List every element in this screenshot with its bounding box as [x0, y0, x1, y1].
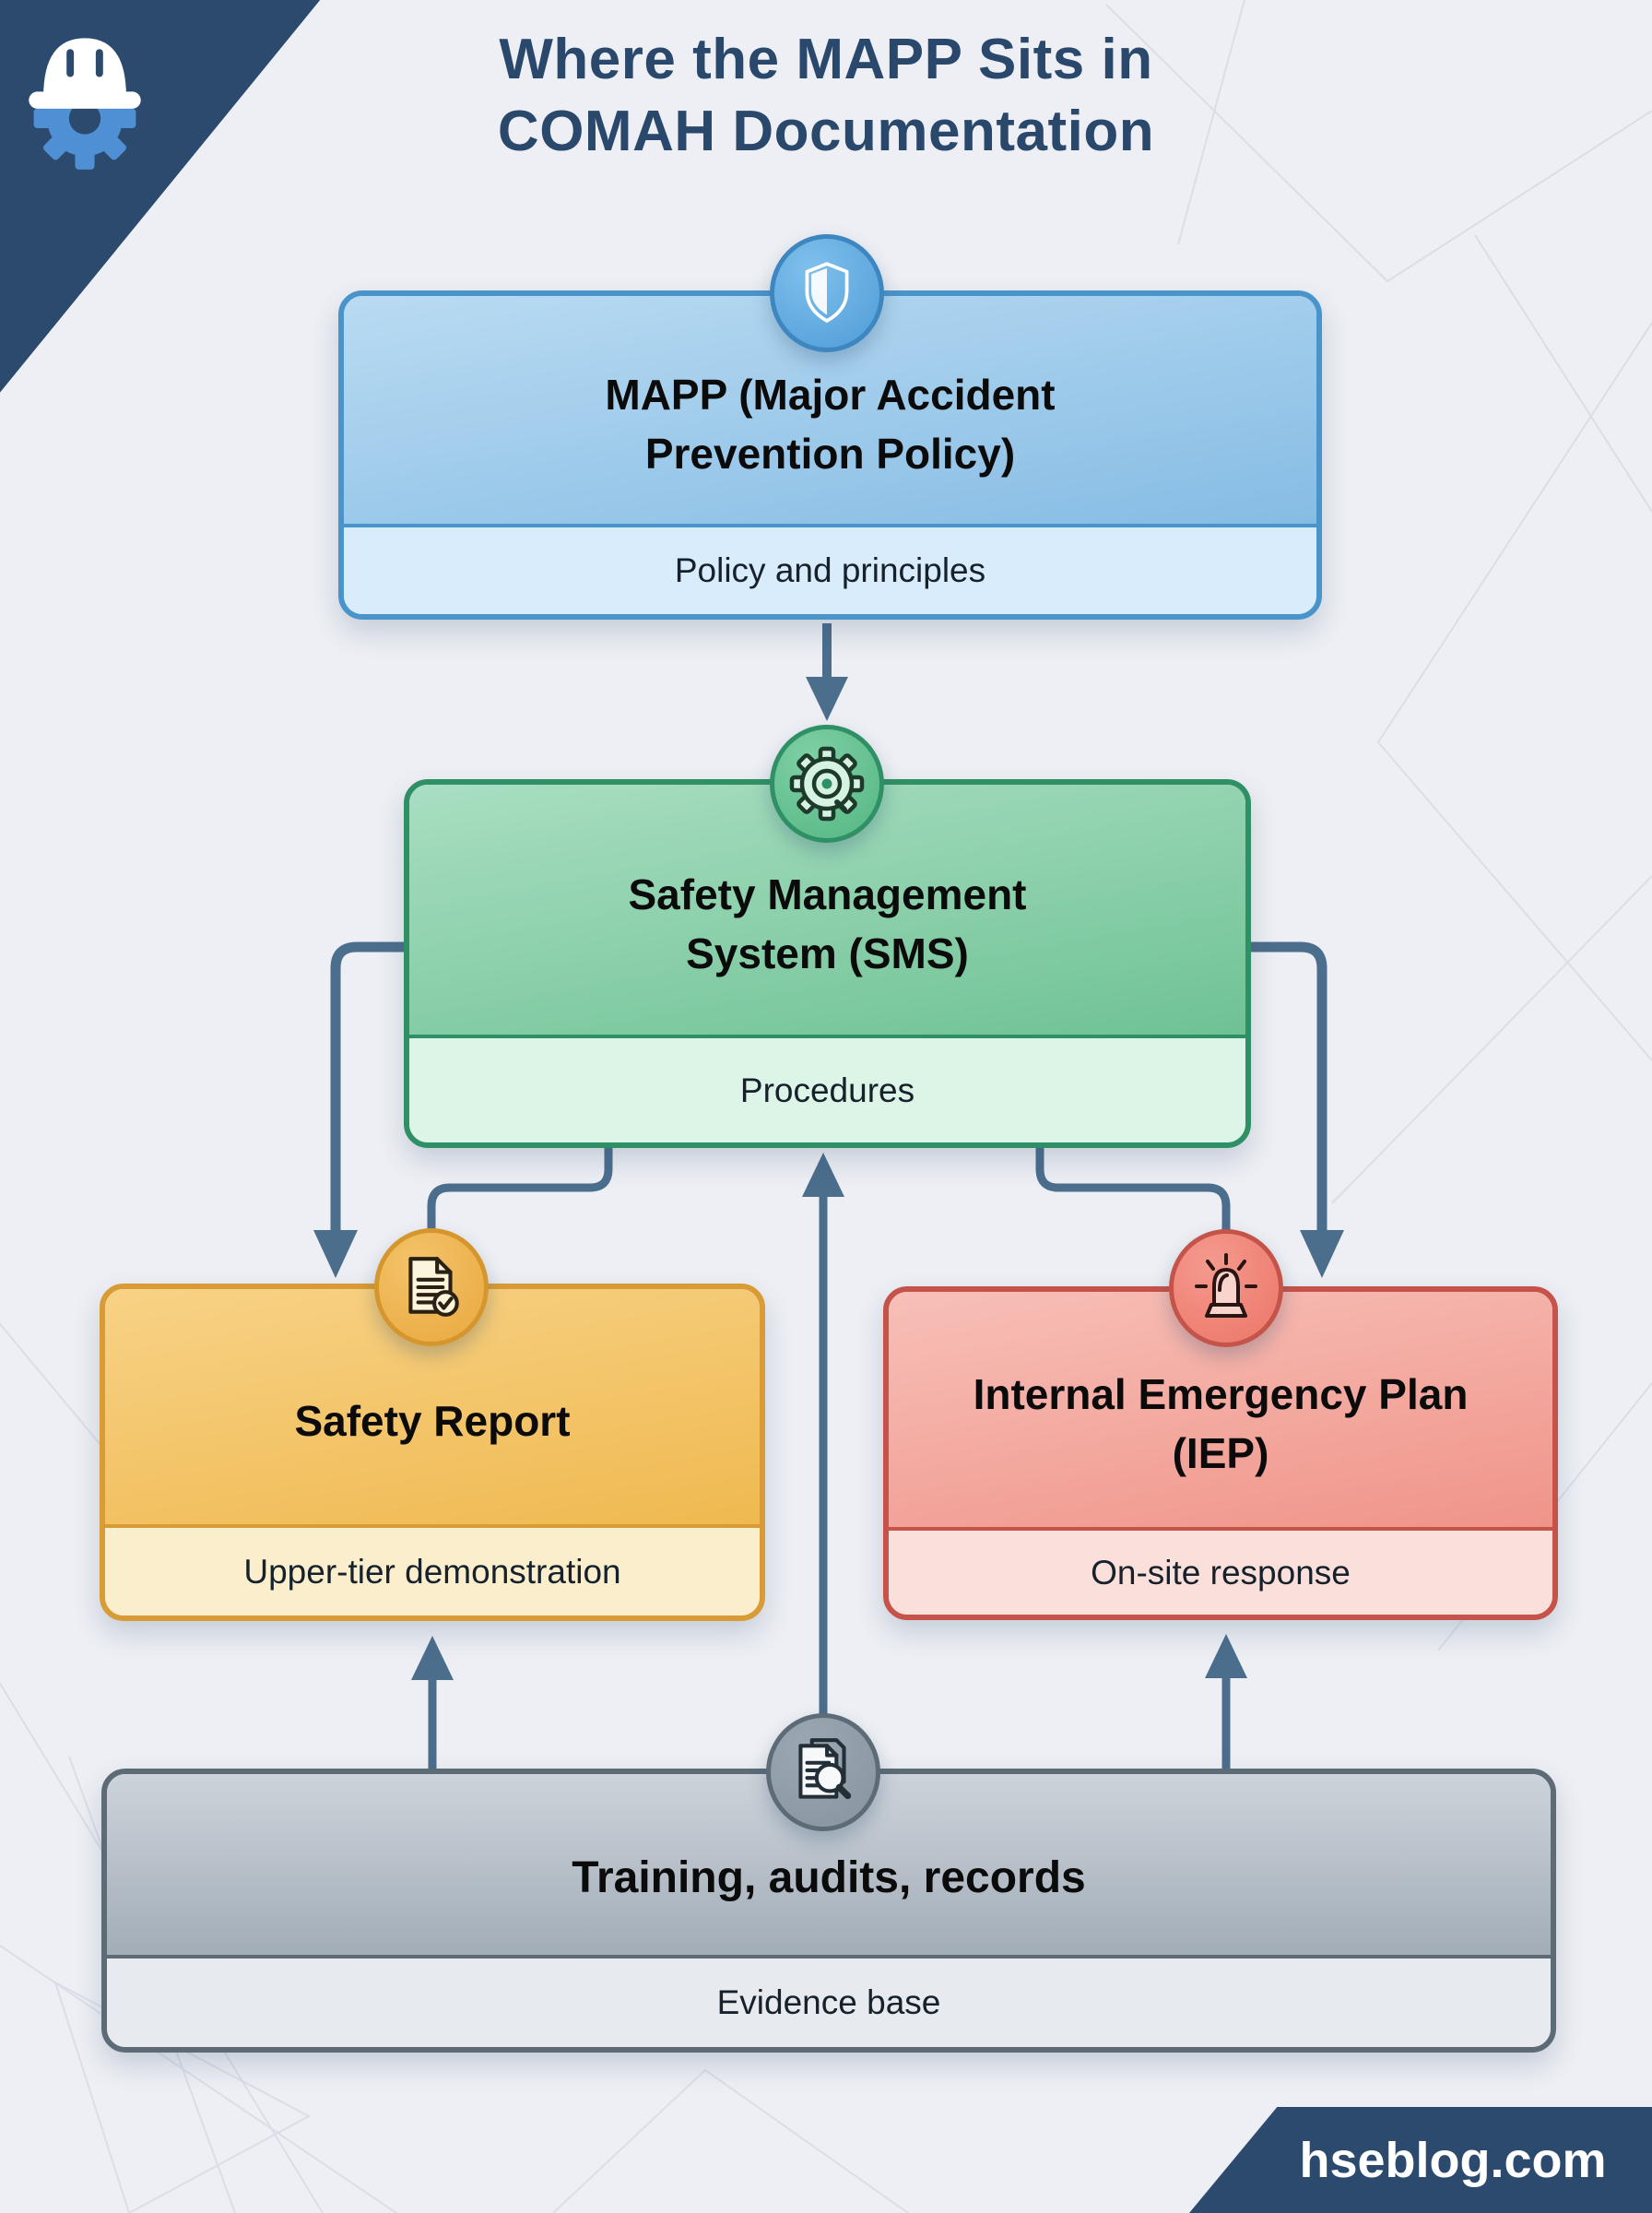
- document-search-icon: [766, 1713, 880, 1831]
- arrowhead-up: [802, 1153, 844, 1197]
- connector-sms-to-iep-icon: [1035, 1143, 1231, 1240]
- node-evidence-subtitle: Evidence base: [107, 1955, 1551, 2047]
- node-sms-subtitle-text: Procedures: [739, 1071, 915, 1109]
- node-iep: Internal Emergency Plan (IEP) On-site re…: [883, 1286, 1558, 1620]
- watermark-text: hseblog.com: [1299, 2132, 1607, 2188]
- arrowhead-down: [313, 1230, 358, 1278]
- page-title-line1: Where the MAPP Sits in: [499, 28, 1153, 91]
- arrowhead-down: [806, 677, 848, 721]
- node-sms-subtitle: Procedures: [409, 1035, 1245, 1142]
- arrowhead-up: [411, 1636, 454, 1680]
- node-safety-report-subtitle: Upper-tier demonstration: [105, 1524, 760, 1615]
- node-evidence-title-text: Training, audits, records: [572, 1853, 1086, 1902]
- node-safety-report: Safety Report Upper-tier demonstration: [100, 1284, 765, 1621]
- siren-icon: [1169, 1229, 1283, 1347]
- node-sms: Safety Management System (SMS) Procedure…: [404, 779, 1251, 1148]
- shield-icon: [770, 234, 884, 352]
- arrowhead-up: [1205, 1634, 1247, 1678]
- hardhat-gear-icon: [29, 38, 141, 170]
- node-evidence-subtitle-text: Evidence base: [716, 1983, 941, 2021]
- watermark-banner: hseblog.com: [1189, 2107, 1652, 2213]
- page-title: Where the MAPP Sits in COMAH Documentati…: [273, 24, 1379, 168]
- node-iep-subtitle: On-site response: [889, 1527, 1552, 1615]
- node-sms-title-text: Safety Management System (SMS): [628, 870, 1027, 977]
- node-mapp-subtitle-text: Policy and principles: [674, 551, 986, 589]
- node-safety-report-subtitle-text: Upper-tier demonstration: [243, 1552, 621, 1591]
- node-iep-subtitle-text: On-site response: [1091, 1553, 1351, 1592]
- gear-icon: [770, 725, 884, 843]
- node-evidence: Training, audits, records Evidence base: [101, 1769, 1556, 2053]
- arrow-sms-to-iep: [1249, 941, 1328, 1232]
- arrow-sms-to-safety-report: [330, 941, 406, 1232]
- node-mapp-title-text: MAPP (Major Accident Prevention Policy): [605, 370, 1056, 478]
- document-check-icon: [374, 1228, 489, 1346]
- arrowhead-down: [1300, 1230, 1344, 1278]
- node-mapp-subtitle: Policy and principles: [344, 524, 1316, 614]
- node-safety-report-title-text: Safety Report: [294, 1396, 571, 1445]
- node-iep-title: Internal Emergency Plan (IEP): [889, 1292, 1552, 1527]
- node-iep-title-text: Internal Emergency Plan (IEP): [973, 1369, 1469, 1477]
- node-sms-title: Safety Management System (SMS): [409, 785, 1245, 1035]
- page-title-line2: COMAH Documentation: [497, 100, 1155, 163]
- connector-sms-to-report-icon: [427, 1143, 613, 1240]
